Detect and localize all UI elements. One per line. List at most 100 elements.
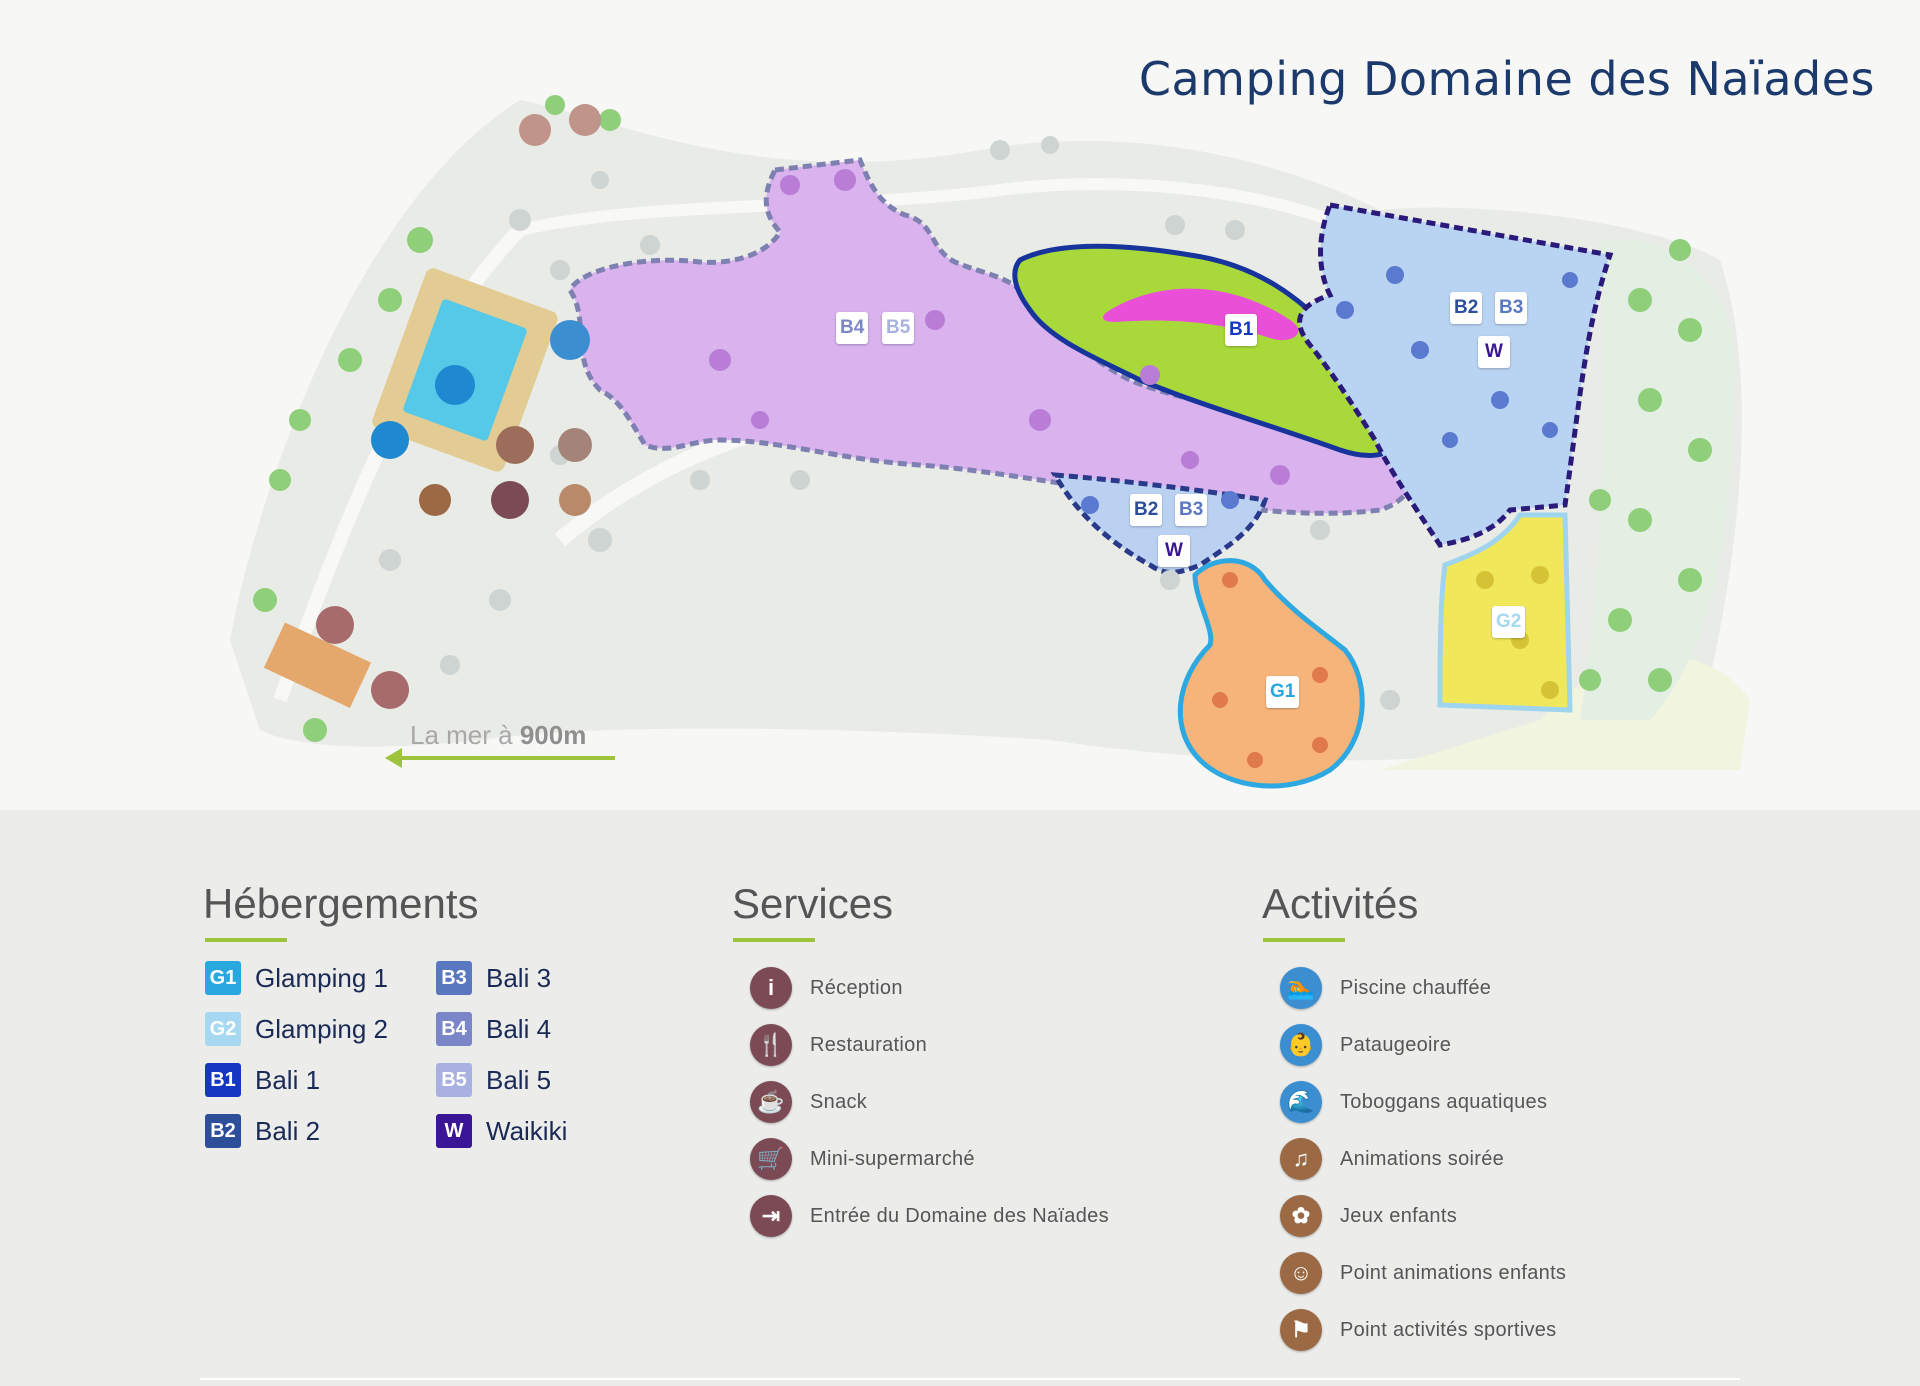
service-label-restauration: Restauration [810, 1033, 927, 1056]
playground-icon: ✿ [1280, 1195, 1322, 1237]
legend-label-b3: Bali 3 [486, 962, 552, 993]
playground-map-icon [559, 484, 591, 516]
legend-item-b1[interactable]: B1 Bali 1 [205, 1062, 320, 1098]
services-underline [733, 938, 815, 942]
kids-club-icon: ☺ [1280, 1252, 1322, 1294]
activity-label-piscine: Piscine chauffée [1340, 976, 1492, 999]
legend-label-b1: Bali 1 [255, 1064, 321, 1095]
legend-item-b2[interactable]: B2 Bali 2 [205, 1113, 320, 1149]
sea-distance-value: 900m [519, 720, 587, 750]
activity-label-pataugeoire: Pataugeoire [1340, 1033, 1452, 1056]
trees-orange [1212, 572, 1328, 768]
waterslide-icon: 🌊 [1280, 1081, 1322, 1123]
sports-map-icon [569, 104, 601, 136]
legend-label-b2: Bali 2 [255, 1115, 321, 1146]
trees-purple [709, 169, 1290, 485]
activity-item-activites-sportives[interactable]: ⚑ Point activités sportives [1280, 1307, 1556, 1353]
zone-label-b2-right[interactable]: B2 [1450, 292, 1483, 324]
music-map-icon [419, 484, 451, 516]
kiddie-pool-map-icon [550, 320, 590, 360]
zone-label-g1[interactable]: G1 [1266, 676, 1300, 708]
service-item-snack[interactable]: ☕ Snack [750, 1079, 867, 1125]
activity-label-toboggans: Toboggans aquatiques [1340, 1090, 1548, 1113]
sports-icon: ⚑ [1280, 1309, 1322, 1351]
activites-title: Activités [1262, 880, 1419, 927]
secondary-road [518, 178, 1333, 236]
activity-item-pataugeoire[interactable]: 👶 Pataugeoire [1280, 1022, 1451, 1068]
trees-blue [1081, 266, 1578, 514]
activity-label-jeux-enfants: Jeux enfants [1340, 1204, 1458, 1227]
zone-label-b2-middle[interactable]: B2 [1130, 494, 1163, 526]
map-illustration [230, 95, 1750, 789]
zone-label-b3-middle[interactable]: B3 [1175, 494, 1208, 526]
legend-label-b4: Bali 4 [486, 1013, 552, 1044]
badge-w: W [436, 1114, 472, 1148]
restaurant-map-icon [496, 426, 534, 464]
info-icon: i [750, 967, 792, 1009]
sea-distance-prefix: La mer à [410, 720, 520, 750]
hebergements-underline [205, 938, 287, 942]
basket-map-icon [316, 606, 354, 644]
legend-item-g1[interactable]: G1 Glamping 1 [205, 960, 388, 996]
zone-label-w-middle[interactable]: W [1158, 535, 1190, 567]
services-title: Services [732, 880, 894, 927]
legend-label-b5: Bali 5 [486, 1064, 552, 1095]
campsite-map: Camping Domaine des Naïades B4 B5 B1 B2 … [230, 52, 1875, 789]
activity-label-animations-soiree: Animations soirée [1340, 1147, 1505, 1170]
page-title: Camping Domaine des Naïades [1138, 52, 1875, 106]
badge-g1: G1 [205, 961, 241, 995]
sea-distance-label: La mer à 900m [410, 720, 586, 751]
kiddie-pool-icon: 👶 [1280, 1024, 1322, 1066]
activity-item-piscine[interactable]: 🏊 Piscine chauffée [1280, 965, 1491, 1011]
badge-b1: B1 [205, 1063, 241, 1097]
badge-b4: B4 [436, 1012, 472, 1046]
trees-grey [379, 136, 1400, 710]
bottom-divider [200, 1378, 1740, 1380]
waterslide-map-icon [371, 421, 409, 459]
service-item-mini-supermarche[interactable]: 🛒 Mini-supermarché [750, 1136, 975, 1182]
service-label-mini-supermarche: Mini-supermarché [810, 1147, 975, 1170]
entrance-map-icon [371, 671, 409, 709]
restaurant-icon: 🍴 [750, 1024, 792, 1066]
activity-item-animations-enfants[interactable]: ☺ Point animations enfants [1280, 1250, 1566, 1296]
kids-club-map-icon [519, 114, 551, 146]
service-label-reception: Réception [810, 976, 903, 999]
zone-label-g2[interactable]: G2 [1492, 606, 1526, 638]
zone-label-b4[interactable]: B4 [836, 312, 869, 344]
service-label-snack: Snack [810, 1090, 868, 1113]
legend-item-g2[interactable]: G2 Glamping 2 [205, 1011, 388, 1047]
forest-area [1580, 238, 1736, 721]
service-item-reception[interactable]: i Réception [750, 965, 903, 1011]
legend-item-w[interactable]: W Waikiki [436, 1113, 567, 1149]
legend-item-b3[interactable]: B3 Bali 3 [436, 960, 551, 996]
snack-icon: ☕ [750, 1081, 792, 1123]
badge-g2: G2 [205, 1012, 241, 1046]
legend-item-b5[interactable]: B5 Bali 5 [436, 1062, 551, 1098]
trees-green [253, 95, 1712, 742]
legend-item-b4[interactable]: B4 Bali 4 [436, 1011, 551, 1047]
zone-right-blue [1297, 202, 1614, 548]
service-item-entree[interactable]: ⇥ Entrée du Domaine des Naïades [750, 1193, 1109, 1239]
badge-b2: B2 [205, 1114, 241, 1148]
legend-panel: Hébergements G1 Glamping 1 G2 Glamping 2… [0, 810, 1920, 1386]
zone-label-b1[interactable]: B1 [1225, 314, 1258, 346]
swimmer-icon: 🏊 [1280, 967, 1322, 1009]
music-icon: ♫ [1280, 1138, 1322, 1180]
activity-item-jeux-enfants[interactable]: ✿ Jeux enfants [1280, 1193, 1457, 1239]
badge-b5: B5 [436, 1063, 472, 1097]
legend-label-g1: Glamping 1 [255, 962, 388, 993]
hebergements-title: Hébergements [203, 880, 479, 927]
sea-arrow [385, 748, 615, 768]
activity-item-toboggans[interactable]: 🌊 Toboggans aquatiques [1280, 1079, 1547, 1125]
service-item-restauration[interactable]: 🍴 Restauration [750, 1022, 927, 1068]
swimmer-map-icon [435, 365, 475, 405]
map-facility-icons [316, 104, 601, 709]
legend-label-g2: Glamping 2 [255, 1013, 388, 1044]
zone-label-b3-right[interactable]: B3 [1495, 292, 1528, 324]
zone-label-w-right[interactable]: W [1478, 336, 1510, 368]
entrance-icon: ⇥ [750, 1195, 792, 1237]
activity-label-activites-sportives: Point activités sportives [1340, 1318, 1557, 1341]
activity-item-animations-soiree[interactable]: ♫ Animations soirée [1280, 1136, 1504, 1182]
zone-label-b5[interactable]: B5 [882, 312, 915, 344]
market-building [263, 622, 372, 708]
